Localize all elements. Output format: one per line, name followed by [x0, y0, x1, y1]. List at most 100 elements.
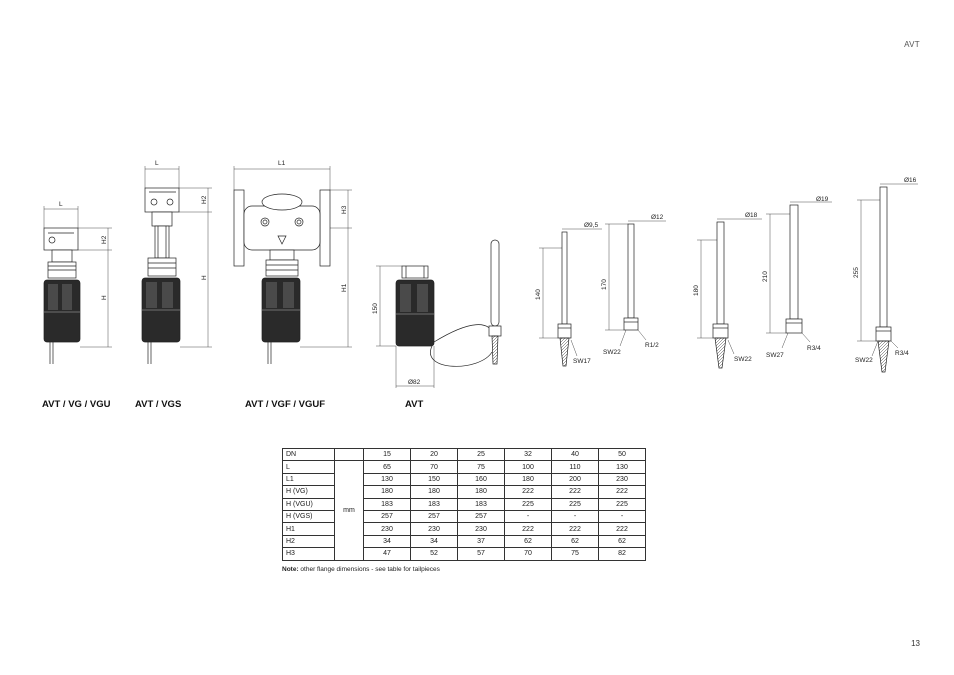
dim-sw22-b: SW22 — [734, 356, 752, 363]
table-cell: - — [598, 509, 646, 524]
drawing-avt-vgs — [141, 166, 212, 364]
dim-H-2: H — [201, 275, 208, 280]
table-note: Note: other flange dimensions - see tabl… — [282, 566, 440, 573]
dim-180: 180 — [693, 285, 700, 296]
dim-r3-4-b: R3/4 — [895, 350, 909, 357]
table-cell: 183 — [457, 497, 505, 511]
dim-r3-4-a: R3/4 — [807, 345, 821, 352]
table-cell: 82 — [598, 547, 646, 561]
dim-r1-2: R1/2 — [645, 342, 659, 349]
table-cell: 100 — [504, 460, 552, 474]
row-label: H3 — [282, 547, 335, 561]
table-cell: 62 — [551, 534, 599, 549]
dn-label: DN — [282, 447, 335, 462]
dim-140: 140 — [535, 289, 542, 300]
table-cell: 225 — [504, 497, 552, 511]
table-cell: 62 — [598, 534, 646, 549]
table-cell: 222 — [598, 485, 646, 499]
dn-value: 20 — [410, 447, 458, 462]
table-cell: 110 — [551, 460, 599, 474]
table-cell: 225 — [551, 497, 599, 511]
table-row: H (VGS) 257 257 257 - - - — [282, 509, 646, 524]
sensor-170 — [605, 220, 666, 347]
drawing-avt-sensor — [376, 239, 502, 388]
table-cell: 34 — [410, 534, 458, 549]
dim-d18: Ø18 — [745, 212, 758, 219]
table-cell: 222 — [504, 522, 552, 536]
table-cell: 183 — [410, 497, 458, 511]
sensor-180 — [697, 218, 762, 369]
dim-sw22-c: SW22 — [855, 357, 873, 364]
table-cell: 52 — [410, 547, 458, 561]
dim-H-1: H — [101, 295, 108, 300]
table-cell: 230 — [457, 522, 505, 536]
table-cell: 130 — [598, 460, 646, 474]
table-cell: 257 — [410, 509, 458, 524]
table-cell: 225 — [598, 497, 646, 511]
dim-d82: Ø82 — [408, 379, 421, 386]
table-row: L mm 65 70 75 100 110 130 — [282, 460, 646, 561]
caption-avt-vgf-vguf: AVT / VGF / VGUF — [245, 399, 326, 410]
dim-d19: Ø19 — [816, 196, 829, 203]
dim-d16: Ø16 — [904, 177, 917, 184]
table-cell: 62 — [504, 534, 552, 549]
row-label: H1 — [282, 522, 335, 536]
table-cell: - — [504, 509, 552, 524]
row-label: H2 — [282, 534, 335, 549]
table-cell: 230 — [410, 522, 458, 536]
row-label: H (VG) — [282, 485, 335, 499]
table-cell: 222 — [551, 522, 599, 536]
dim-L-2: L — [155, 160, 159, 167]
table-cell: 70 — [410, 460, 458, 474]
row-label: L — [282, 460, 335, 474]
table-cell: 130 — [363, 472, 411, 487]
unit-cell: mm — [334, 460, 364, 561]
dn-value: 32 — [504, 447, 552, 462]
sensor-255 — [857, 183, 918, 373]
table-cell: 65 — [363, 460, 411, 474]
table-cell: 75 — [457, 460, 505, 474]
table-cell: 160 — [457, 472, 505, 487]
dim-H3: H3 — [341, 205, 348, 214]
table-row: H (VG) 180 180 180 222 222 222 — [282, 485, 646, 499]
dim-255: 255 — [853, 267, 860, 278]
dim-sw22-a: SW22 — [603, 349, 621, 356]
page-number: 13 — [911, 639, 920, 648]
caption-avt-vgs: AVT / VGS — [135, 399, 182, 410]
table-cell: 183 — [363, 497, 411, 511]
sensor-210 — [766, 201, 832, 349]
table-row: H2 34 34 37 62 62 62 — [282, 534, 646, 549]
table-cell: 37 — [457, 534, 505, 549]
note-prefix: Note: — [282, 566, 299, 573]
dn-value: 15 — [363, 447, 411, 462]
row-label: H (VGS) — [282, 509, 335, 524]
table-cell: 200 — [551, 472, 599, 487]
row-label: H (VGU) — [282, 497, 335, 511]
dim-170: 170 — [601, 279, 608, 290]
table-cell: 222 — [551, 485, 599, 499]
table-cell: 180 — [363, 485, 411, 499]
dn-value: 40 — [551, 447, 599, 462]
table-cell: 257 — [457, 509, 505, 524]
table-cell: - — [551, 509, 599, 524]
dim-d9-5: Ø9,5 — [584, 222, 598, 229]
drawing-avt-vgf-vguf — [233, 166, 352, 364]
drawing-avt-vg-vgu — [43, 206, 112, 364]
table-cell: 222 — [504, 485, 552, 499]
row-label: L1 — [282, 472, 335, 487]
table-row: H3 47 52 57 70 75 82 — [282, 547, 646, 561]
technical-drawings: L H2 H L H2 H — [43, 160, 918, 388]
document-tag: AVT — [904, 40, 920, 49]
caption-avt-vg-vgu: AVT / VG / VGU — [42, 399, 111, 410]
table-cell: 150 — [410, 472, 458, 487]
sensor-140 — [539, 228, 602, 367]
table-cell: 70 — [504, 547, 552, 561]
table-cell: 257 — [363, 509, 411, 524]
table-cell: 222 — [598, 522, 646, 536]
table-cell: 230 — [363, 522, 411, 536]
unit-cell-empty — [334, 447, 364, 461]
caption-avt: AVT — [405, 399, 424, 410]
dn-value: 50 — [598, 447, 646, 462]
table-cell: 57 — [457, 547, 505, 561]
table-cell: 75 — [551, 547, 599, 561]
